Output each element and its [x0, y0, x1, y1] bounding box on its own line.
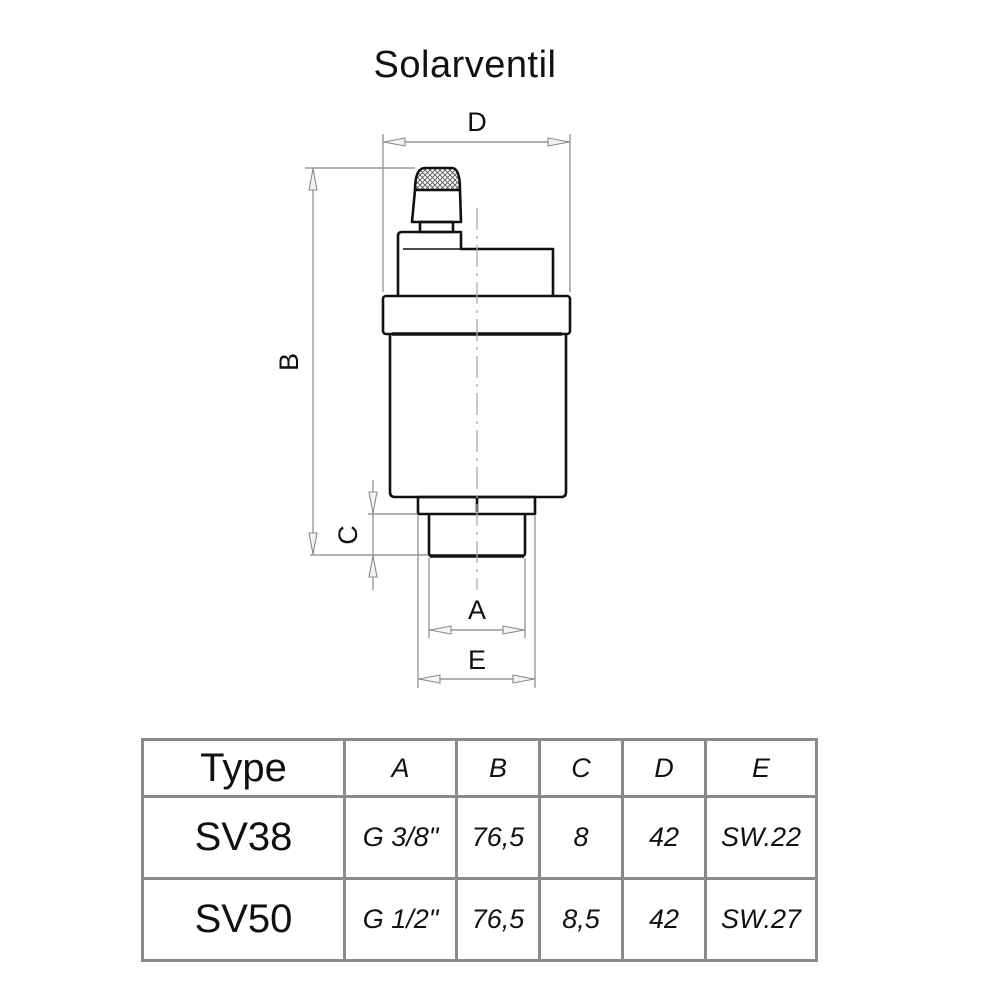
arrow-b-bottom-icon — [308, 532, 318, 555]
cell-d: 42 — [621, 795, 707, 880]
arrow-c-bottom-icon — [368, 555, 378, 578]
cell-c: 8,5 — [538, 877, 624, 962]
header-a: A — [343, 738, 458, 798]
cell-c: 8 — [538, 795, 624, 880]
header-d: D — [621, 738, 707, 798]
header-c: C — [538, 738, 624, 798]
cell-d: 42 — [621, 877, 707, 962]
table-header-row: Type A B C D E — [141, 738, 818, 798]
cell-b: 76,5 — [455, 877, 541, 962]
dimension-table: Type A B C D E SV38 G 3/8" 76,5 8 42 SW.… — [141, 738, 818, 962]
dim-label-a: A — [468, 595, 486, 625]
header-b: B — [455, 738, 541, 798]
dim-label-d: D — [467, 107, 487, 137]
cell-e: SW.27 — [704, 877, 818, 962]
dim-label-b: B — [274, 353, 304, 371]
cell-type: SV50 — [141, 877, 346, 962]
knurled-cap — [413, 166, 462, 192]
arrow-d-left-icon — [383, 137, 406, 147]
dimension-lines — [305, 134, 571, 688]
table-row: SV50 G 1/2" 76,5 8,5 42 SW.27 — [141, 877, 818, 962]
cap-stem — [418, 220, 455, 234]
arrow-b-top-icon — [308, 168, 318, 191]
valve-technical-drawing: D B C A E — [274, 107, 572, 688]
header-type: Type — [141, 738, 346, 798]
header-e: E — [704, 738, 818, 798]
cell-e: SW.22 — [704, 795, 818, 880]
top-housing — [396, 230, 555, 296]
arrow-a-left-icon — [429, 625, 452, 635]
dim-label-e: E — [468, 645, 486, 675]
table-row: SV38 G 3/8" 76,5 8 42 SW.22 — [141, 795, 818, 880]
cap-lower — [410, 189, 463, 224]
arrow-d-right-icon — [547, 137, 570, 147]
arrow-a-right-icon — [502, 625, 525, 635]
cell-type: SV38 — [141, 795, 346, 880]
arrowheads — [308, 137, 570, 684]
dim-label-c: C — [333, 525, 363, 545]
cell-a: G 3/8" — [343, 795, 458, 880]
arrow-c-top-icon — [368, 491, 378, 514]
main-cylinder — [388, 334, 568, 499]
arrow-e-right-icon — [512, 674, 535, 684]
page-title: Solarventil — [373, 44, 557, 86]
cell-a: G 1/2" — [343, 877, 458, 962]
arrow-e-left-icon — [418, 674, 441, 684]
cell-b: 76,5 — [455, 795, 541, 880]
